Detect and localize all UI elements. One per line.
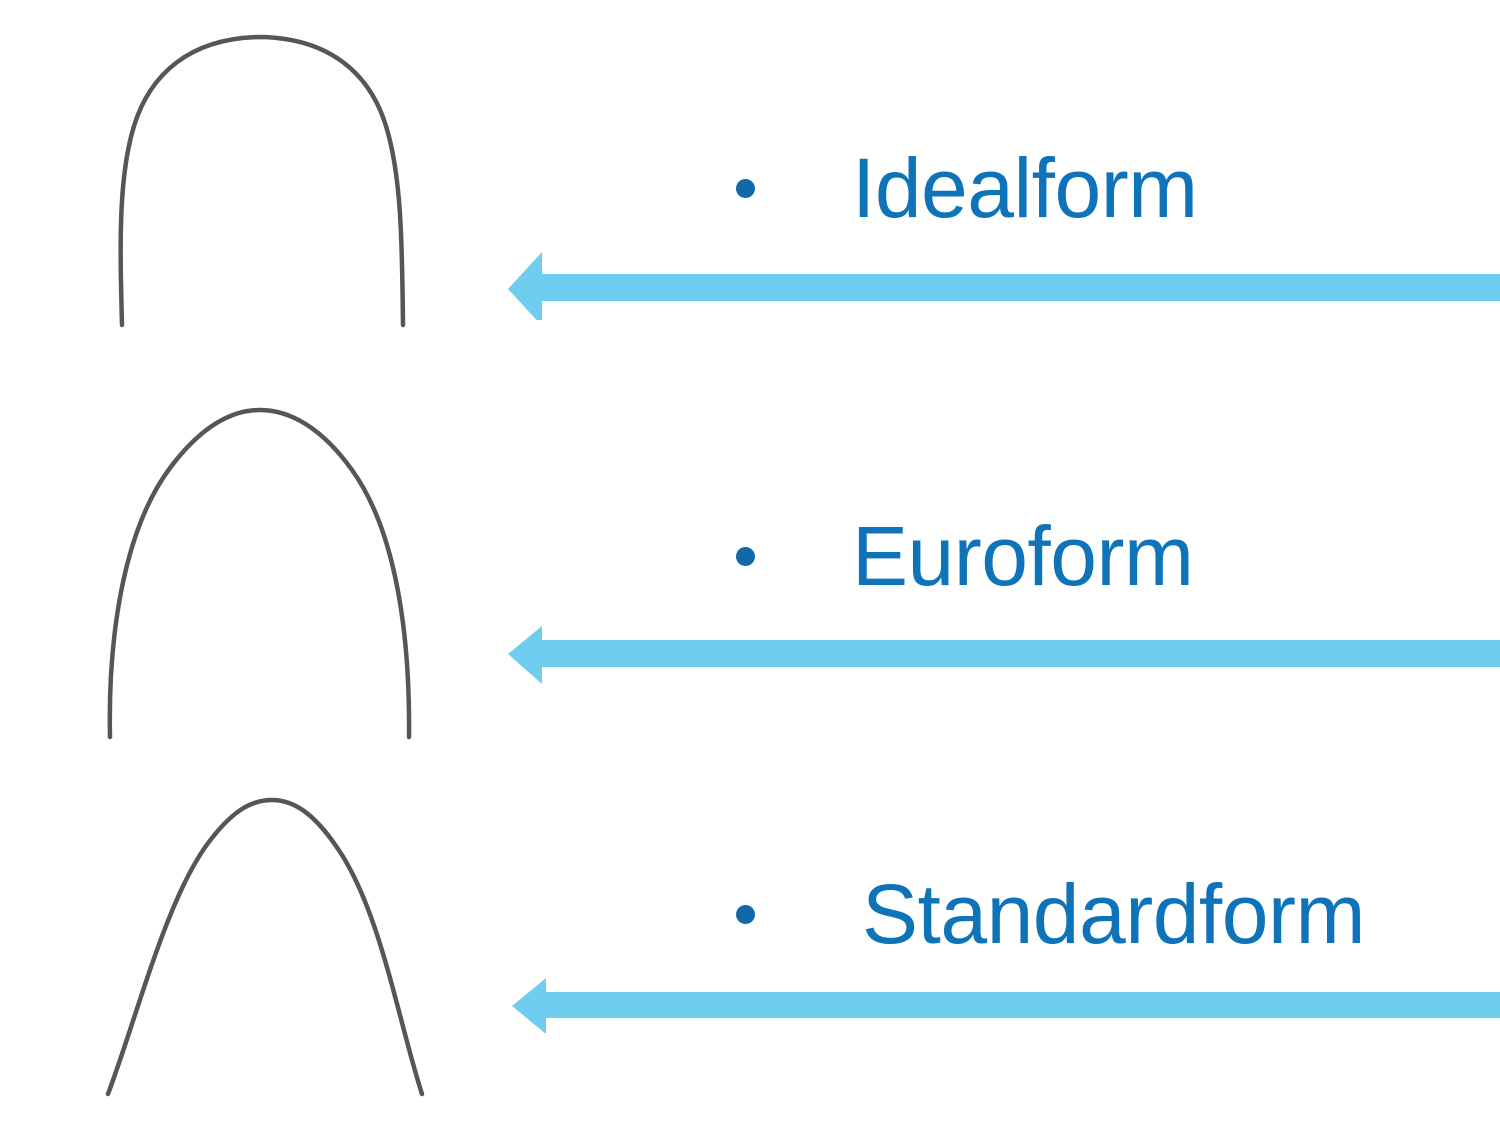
list-item-label: Standardform (862, 867, 1365, 961)
arrow-standardform (512, 970, 1500, 1040)
list-item-label: Euroform (852, 509, 1194, 603)
list-item-euroform: Euroform (736, 509, 1194, 603)
arrow-idealform (508, 250, 1500, 320)
list-item-idealform: Idealform (736, 146, 1198, 230)
bullet-icon (736, 546, 755, 566)
archwire-diagram-idealform (60, 18, 460, 338)
arrow-euroform (508, 618, 1500, 688)
list-item-label: Idealform (852, 141, 1198, 235)
bullet-icon (736, 904, 755, 924)
archwire-diagram-standardform (60, 782, 460, 1112)
archwire-diagram-euroform (60, 392, 460, 742)
list-item-standardform: Standardform (736, 872, 1365, 956)
bullet-icon (736, 178, 755, 198)
